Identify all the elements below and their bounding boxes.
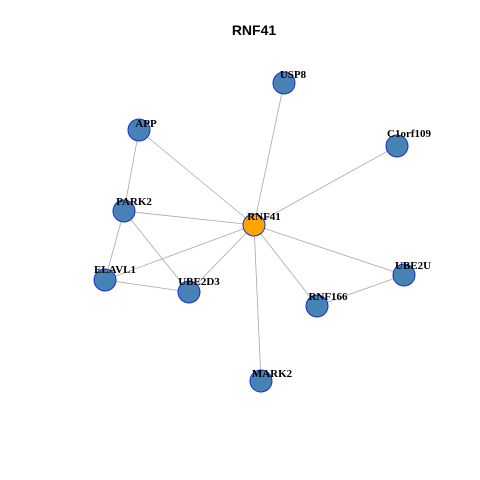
diagram-title: RNF41 <box>232 22 277 38</box>
node-ube2u: UBE2U <box>392 260 431 287</box>
node-label-park2: PARK2 <box>116 196 152 208</box>
node-label-mark2: MARK2 <box>252 368 293 380</box>
edge-elavl1-ube2d3 <box>104 279 190 293</box>
edge-rnf41-park2 <box>123 210 255 226</box>
node-park2: PARK2 <box>112 196 152 223</box>
edge-rnf41-mark2 <box>253 224 262 382</box>
node-circle-park2 <box>112 199 136 223</box>
edge-park2-ube2d3 <box>123 210 190 293</box>
edge-rnf41-ube2d3 <box>188 224 255 293</box>
node-label-ube2d3: UBE2D3 <box>178 276 220 288</box>
node-rnf166: RNF166 <box>305 291 348 318</box>
edge-rnf41-usp8 <box>253 82 285 226</box>
node-circle-ube2d3 <box>177 280 201 304</box>
edge-rnf41-app <box>138 129 255 226</box>
node-label-rnf41: RNF41 <box>247 211 281 223</box>
node-label-c1orf109: C1orf109 <box>387 128 431 140</box>
node-ube2d3: UBE2D3 <box>177 276 220 304</box>
node-elavl1: ELAVL1 <box>93 264 136 292</box>
edge-park2-elavl1 <box>104 210 125 281</box>
node-circle-c1orf109 <box>385 134 409 158</box>
node-circle-app <box>127 118 151 142</box>
node-rnf41: RNF41 <box>242 211 281 237</box>
node-circle-rnf41 <box>242 213 266 237</box>
node-circle-usp8 <box>272 71 296 95</box>
edge-rnf166-ube2u <box>316 274 405 307</box>
node-label-ube2u: UBE2U <box>395 260 431 272</box>
edge-rnf41-rnf166 <box>253 224 318 307</box>
node-mark2: MARK2 <box>249 368 293 393</box>
node-label-usp8: USP8 <box>280 69 307 81</box>
node-label-elavl1: ELAVL1 <box>94 264 136 276</box>
edge-rnf41-c1orf109 <box>253 145 398 226</box>
node-circle-rnf166 <box>305 294 329 318</box>
node-circle-ube2u <box>392 263 416 287</box>
node-app: APP <box>127 118 157 142</box>
node-circle-elavl1 <box>93 268 117 292</box>
edge-rnf41-ube2u <box>253 224 405 276</box>
node-label-rnf166: RNF166 <box>308 291 348 303</box>
node-usp8: USP8 <box>272 69 307 95</box>
edge-app-park2 <box>123 129 140 212</box>
edges-layer <box>104 82 405 382</box>
node-c1orf109: C1orf109 <box>385 128 431 158</box>
edge-rnf41-elavl1 <box>104 224 255 281</box>
node-label-app: APP <box>135 118 157 130</box>
node-circle-mark2 <box>249 369 273 393</box>
